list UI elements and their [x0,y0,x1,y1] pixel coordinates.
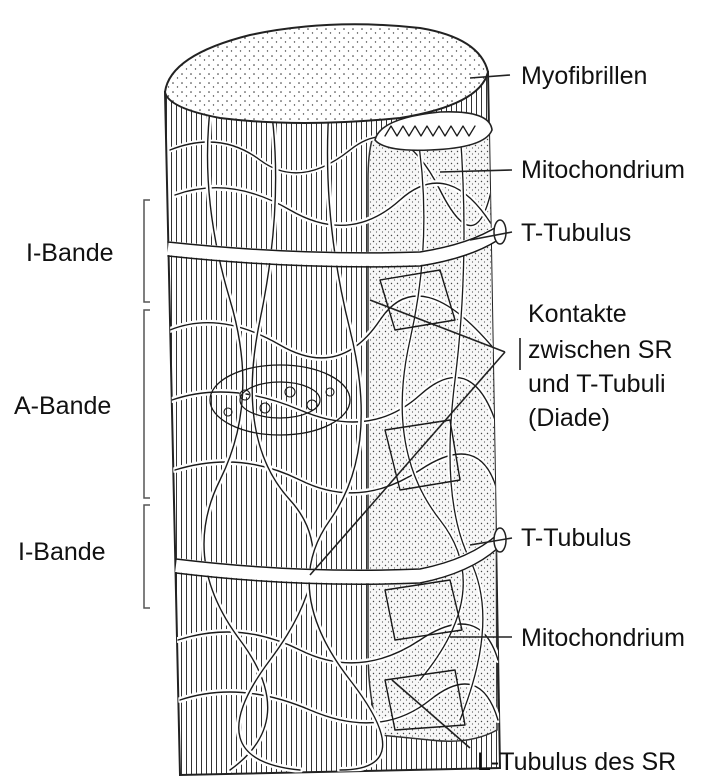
label-kontakte-line1: Kontakte [528,300,627,328]
label-myofibrillen: Myofibrillen [521,62,647,90]
label-i-bande-bottom: I-Bande [18,538,106,566]
label-a-bande: A-Bande [14,392,111,420]
myofibril-top-surface [165,24,488,123]
label-kontakte-line4: (Diade) [528,404,610,432]
label-t-tubulus-top: T-Tubulus [521,219,631,247]
label-l-tubulus: L-Tubulus des SR [477,748,676,776]
label-t-tubulus-bottom: T-Tubulus [521,524,631,552]
label-mitochondrium-bottom: Mitochondrium [521,624,685,652]
label-kontakte-line2: zwischen SR [528,336,673,364]
label-kontakte-line3: und T-Tubuli [528,370,666,398]
label-mitochondrium-top: Mitochondrium [521,156,685,184]
band-brackets [144,200,150,608]
label-i-bande-top: I-Bande [26,239,114,267]
